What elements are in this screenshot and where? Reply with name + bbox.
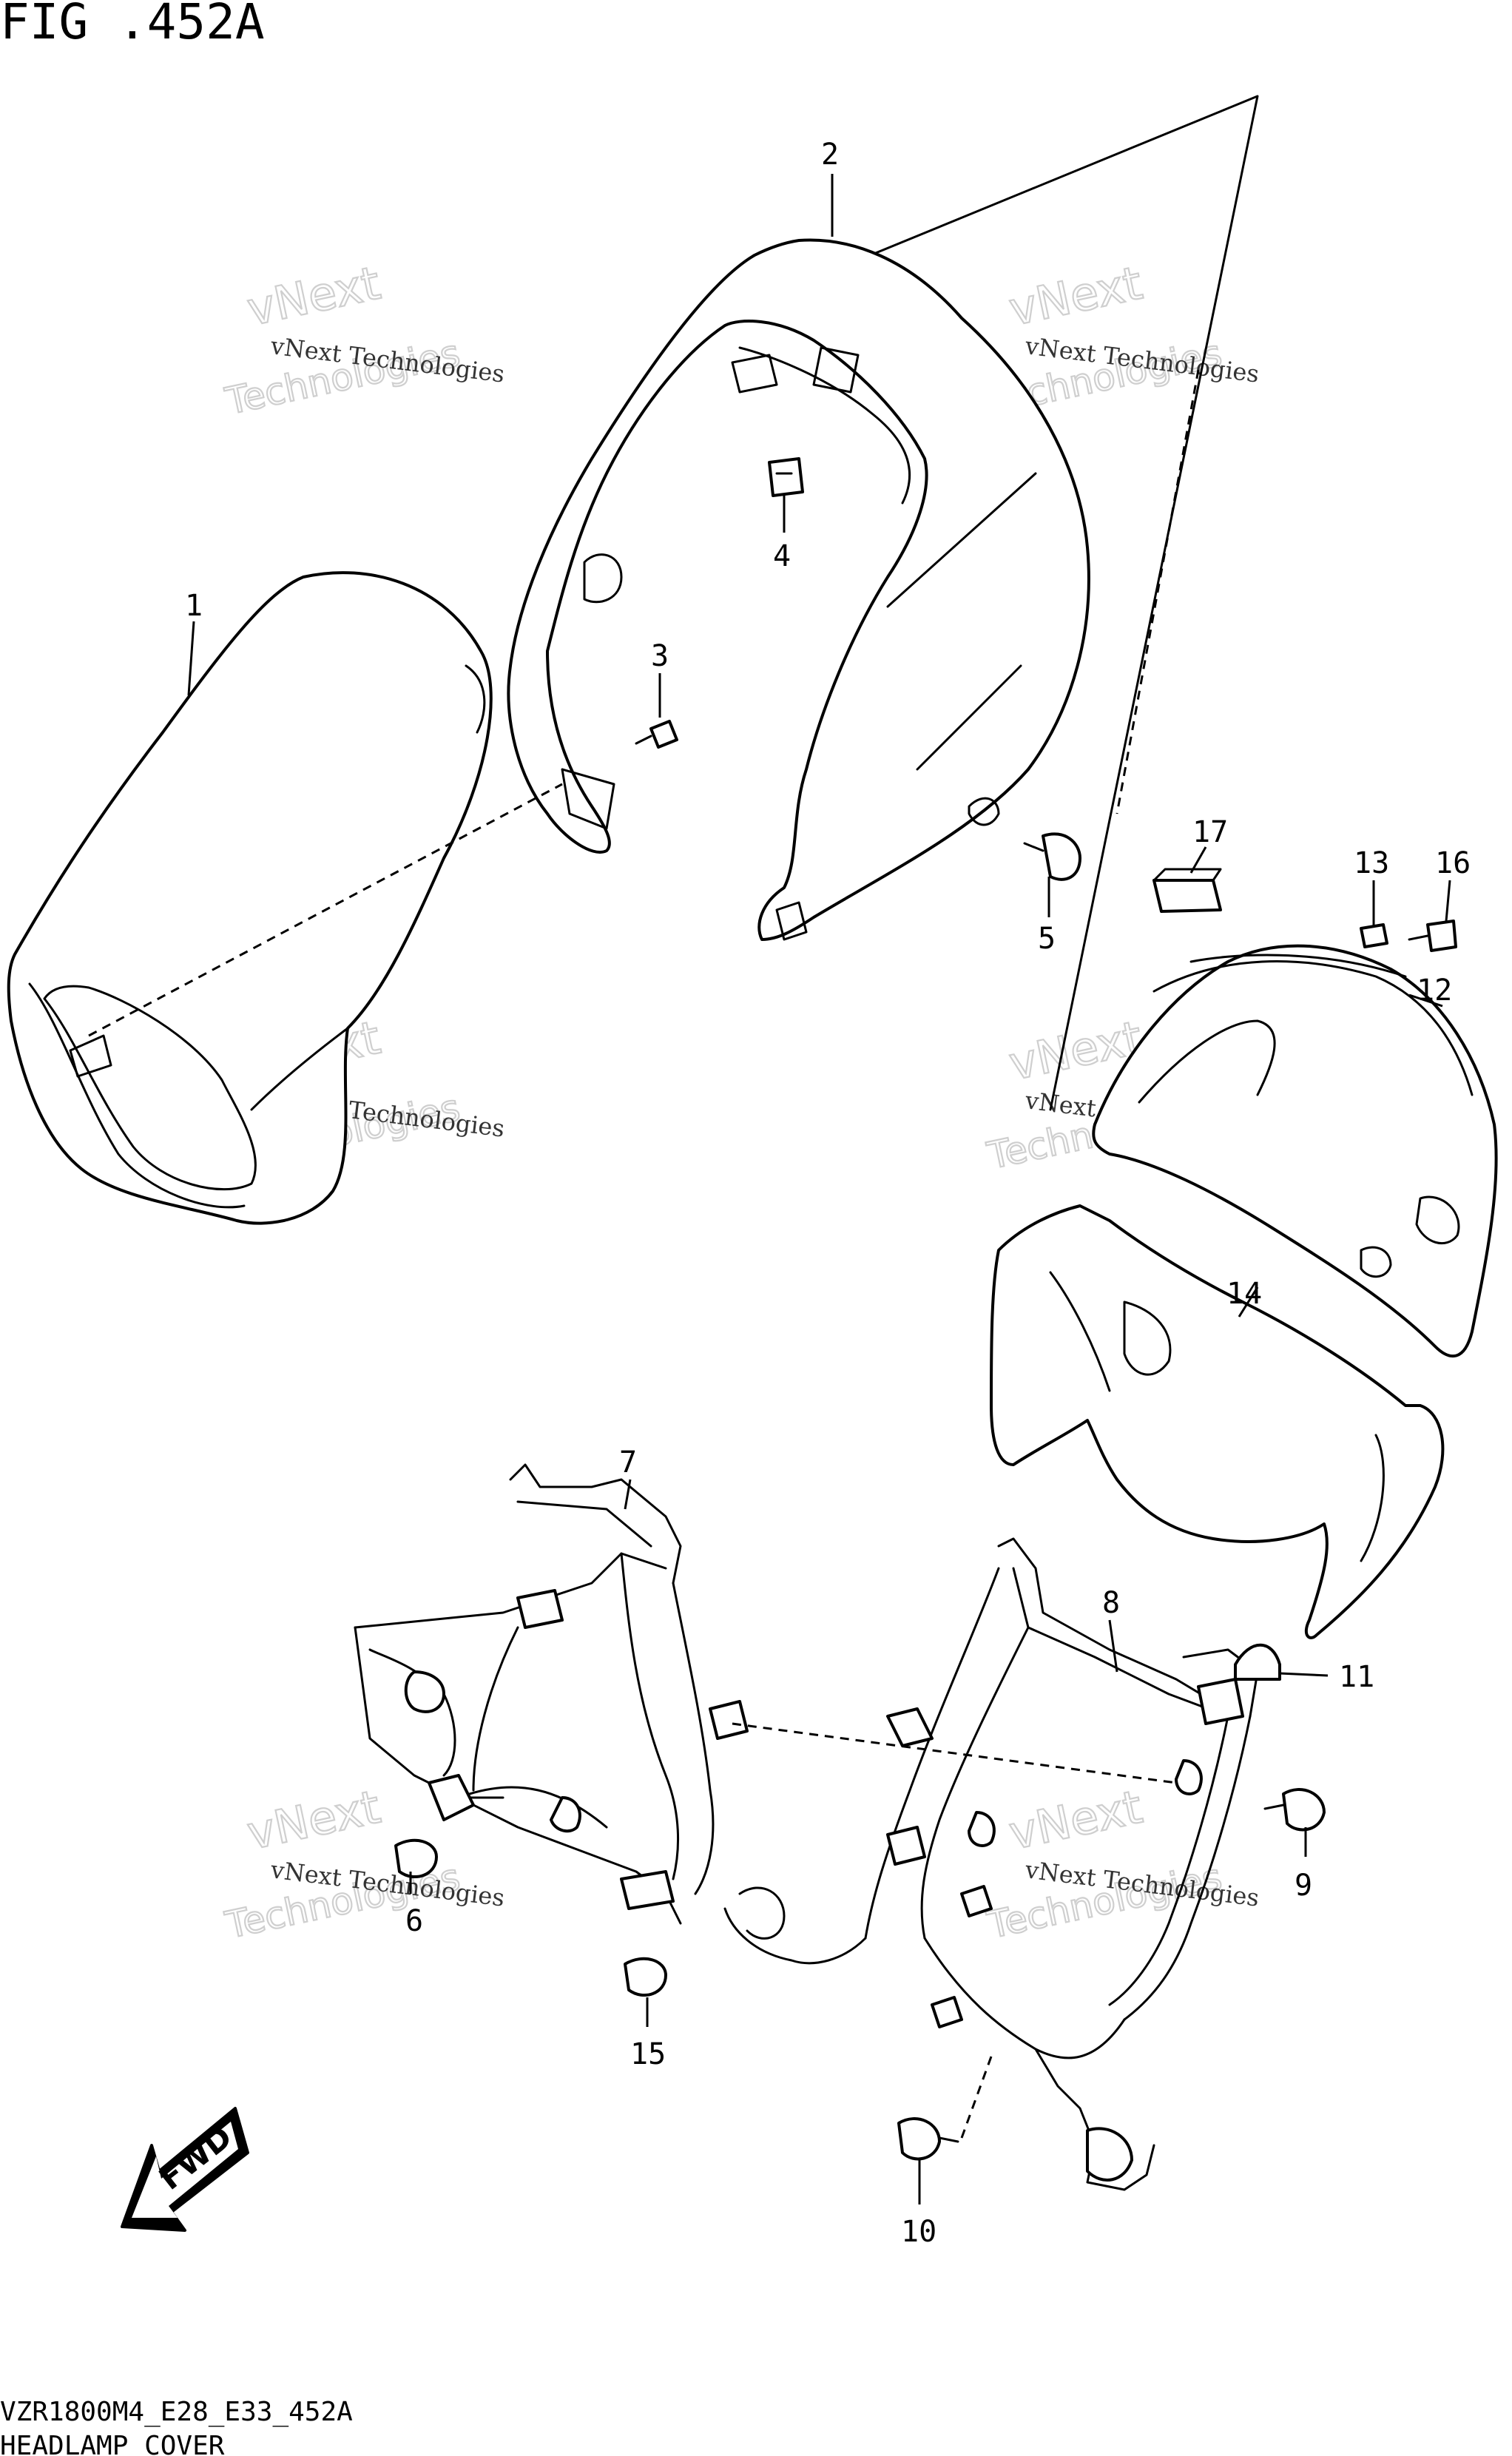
part-6-damper[interactable] bbox=[394, 1838, 438, 1879]
callout-3: 3 bbox=[651, 639, 669, 673]
callout-10: 10 bbox=[901, 2215, 936, 2249]
callout-8: 8 bbox=[1102, 1586, 1120, 1620]
callout-5: 5 bbox=[1038, 922, 1056, 956]
watermark-bottom-right: vNext Technologies vNext Technologies bbox=[982, 1779, 1260, 1949]
assembly-bracket-line bbox=[842, 95, 1259, 1111]
callout-4: 4 bbox=[773, 539, 791, 573]
callout-17: 17 bbox=[1192, 815, 1228, 849]
callout-16: 16 bbox=[1435, 846, 1471, 880]
watermark-top-left: vNext Technologies vNext Technologies bbox=[220, 255, 506, 425]
assembly-line-10 bbox=[960, 2056, 993, 2139]
part-4-clip[interactable] bbox=[768, 457, 804, 497]
callout-15: 15 bbox=[630, 2037, 666, 2071]
assembly-line-1 bbox=[88, 783, 563, 1037]
watermark-vnext: vNext bbox=[243, 256, 385, 337]
watermark-vnext: vNext bbox=[243, 1780, 385, 1860]
part-3-screw[interactable] bbox=[635, 720, 678, 749]
callout-7: 7 bbox=[619, 1445, 637, 1480]
callout-14: 14 bbox=[1226, 1277, 1262, 1311]
callout-6: 6 bbox=[405, 1904, 423, 1938]
callout-13: 13 bbox=[1354, 846, 1389, 880]
figure-title: FIG .452A bbox=[0, 0, 265, 50]
watermark-vnext: vNext bbox=[1005, 256, 1147, 337]
callout-9: 9 bbox=[1295, 1869, 1312, 1903]
part-14-lower-cover[interactable] bbox=[990, 1204, 1445, 1639]
callouts: 1 2 3 4 5 6 7 8 9 10 11 12 13 14 15 16 1… bbox=[185, 138, 1471, 2249]
callout-11: 11 bbox=[1339, 1660, 1374, 1694]
fwd-arrow-icon: FWD bbox=[121, 2107, 249, 2232]
part-12-inner-panel[interactable] bbox=[1092, 944, 1498, 1358]
part-13-fastener[interactable] bbox=[1360, 908, 1388, 948]
watermark-vnext: vNext bbox=[1005, 1780, 1147, 1860]
part-17-pad[interactable] bbox=[1152, 868, 1222, 913]
part-11-grommet[interactable] bbox=[1234, 1643, 1281, 1681]
callout-12: 12 bbox=[1417, 974, 1452, 1008]
part-9-bolt[interactable] bbox=[1263, 1788, 1326, 1832]
part-5-rivet[interactable] bbox=[1023, 832, 1081, 881]
part-7-bracket[interactable] bbox=[354, 1463, 749, 1925]
assembly-line-8 bbox=[732, 1722, 1177, 1784]
model-code: VZR1800M4_E28_E33_452A bbox=[0, 2397, 353, 2427]
part-8-frame[interactable] bbox=[723, 1537, 1259, 2191]
callout-1: 1 bbox=[185, 589, 203, 623]
part-1-headlamp-shell[interactable] bbox=[7, 571, 493, 1225]
figure-caption: HEADLAMP COVER bbox=[0, 2431, 225, 2456]
part-15-damper[interactable] bbox=[624, 1957, 667, 1997]
part-16-fastener[interactable] bbox=[1408, 920, 1457, 952]
part-10-bolt[interactable] bbox=[897, 2117, 959, 2161]
callout-2: 2 bbox=[821, 138, 839, 172]
part-2-cowl[interactable] bbox=[507, 238, 1090, 941]
leader-lines bbox=[187, 174, 1451, 2204]
assembly-dash-line bbox=[1116, 369, 1200, 814]
